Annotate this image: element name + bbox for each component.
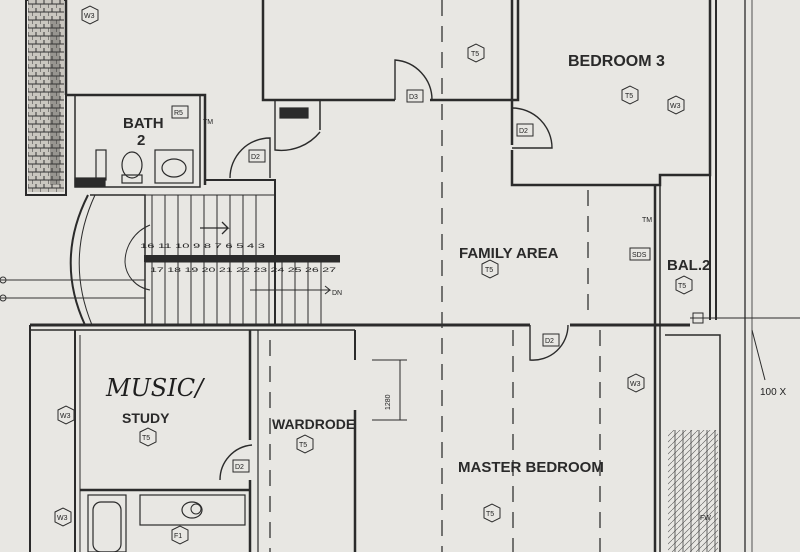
- doors: [219, 59, 569, 481]
- hidden-lines: [269, 0, 601, 552]
- hatched-floor: [668, 430, 718, 552]
- room-label-family-area: FAMILY AREA: [459, 245, 559, 262]
- room-label-bath-number: 2: [137, 132, 145, 149]
- stair-divider: [144, 255, 340, 262]
- tag-badges: [54, 5, 693, 545]
- room-label-study: STUDY: [122, 410, 170, 426]
- tag-d3: D3: [409, 94, 418, 101]
- railing-lines: [674, 430, 716, 552]
- tag-tm-bal: TM: [642, 217, 652, 224]
- tag-bal2: T5: [678, 283, 686, 290]
- dimension-1280: 1280: [385, 394, 392, 410]
- tag-family-area: T5: [485, 267, 493, 274]
- stair-upper-numbers: 16 11 10 9 8 7 6 5 4 3: [140, 243, 266, 250]
- stair-direction-label: DN: [332, 290, 342, 297]
- room-label-bedroom3: BEDROOM 3: [568, 53, 665, 70]
- tag-d2-stair: D2: [251, 154, 260, 161]
- room-label-bal2: BAL.2: [667, 257, 710, 274]
- tag-w3-bedroom3: W3: [670, 103, 681, 110]
- grid-line-right: [690, 312, 800, 381]
- tag-w3-study: W3: [60, 413, 71, 420]
- tag-tm-bath: TM: [203, 119, 213, 126]
- tag-t5-master: T5: [486, 511, 494, 518]
- walls: [25, 0, 753, 552]
- tag-t5-wardrobe: T5: [299, 442, 307, 449]
- brick-wall: [28, 0, 64, 192]
- dimension-marker: [372, 359, 407, 421]
- room-label-music-handwritten: MUSIC/: [105, 374, 206, 402]
- tag-f1-bath: F1: [174, 533, 182, 540]
- tag-t5-study: T5: [142, 435, 150, 442]
- wall-shadow: [50, 20, 60, 185]
- tag-r5-bath: R5: [174, 110, 183, 117]
- tag-w3-top-left: W3: [84, 13, 95, 20]
- tag-t5-bedroom3: T5: [625, 93, 633, 100]
- tag-w3-bottom: W3: [57, 515, 68, 522]
- tag-w3-master: W3: [630, 381, 641, 388]
- section-lines: [0, 276, 145, 302]
- room-label-master-bedroom: MASTER BEDROOM: [458, 459, 604, 476]
- room-label-wardrobe: WARDRODE: [272, 416, 355, 432]
- tag-t5-upper: T5: [471, 51, 479, 58]
- stair-lower-numbers: 17 18 19 20 21 22 23 24 25 26 27: [150, 267, 337, 274]
- tag-fw: FW: [700, 515, 711, 522]
- tag-d2-study: D2: [235, 464, 244, 471]
- bath-fixtures: [74, 107, 309, 552]
- tag-d2-master: D2: [545, 338, 554, 345]
- tag-sds: SDS: [632, 252, 647, 259]
- grid-label-100x: 100 X: [760, 387, 786, 398]
- room-label-bath: BATH: [123, 115, 164, 132]
- tag-d2-bedroom3: D2: [519, 128, 528, 135]
